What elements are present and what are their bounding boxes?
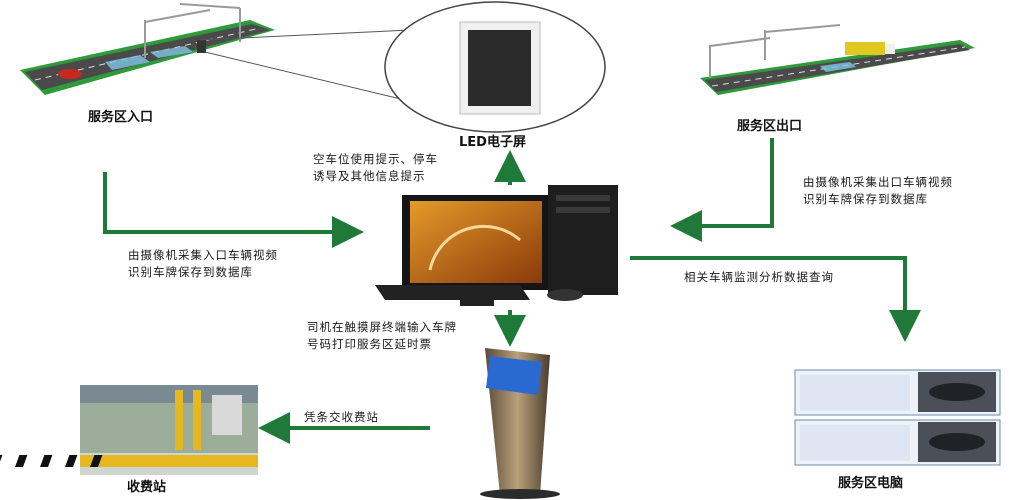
- kiosk-note-line-2: 号码打印服务区延时票: [307, 337, 432, 351]
- arrow-exit-to-computer: [670, 138, 774, 242]
- kiosk-note-line-1: 司机在触摸屏终端输入车牌: [307, 320, 457, 334]
- kiosk-note: 司机在触摸屏终端输入车牌 号码打印服务区延时票: [307, 319, 457, 353]
- led-note: 空车位使用提示、停车 诱导及其他信息提示: [313, 151, 438, 185]
- entrance-note-line-2: 识别车牌保存到数据库: [128, 265, 253, 279]
- entrance-note: 由摄像机采集入口车辆视频 识别车牌保存到数据库: [128, 247, 278, 281]
- arrow-to-service-computer: [630, 256, 921, 342]
- entrance-note-line-1: 由摄像机采集入口车辆视频: [128, 248, 278, 262]
- road-entrance-icon: [20, 3, 275, 95]
- desktop-computer-icon: [375, 185, 618, 306]
- led-screen-icon: [384, 1, 606, 133]
- led-note-line-2: 诱导及其他信息提示: [313, 169, 426, 183]
- road-exit-icon: [700, 24, 975, 95]
- arrow-entrance-to-computer: [103, 172, 364, 248]
- toll-note: 凭条交收费站: [304, 410, 379, 424]
- exit-note-line-2: 识别车牌保存到数据库: [803, 192, 928, 206]
- exit-note: 由摄像机采集出口车辆视频 识别车牌保存到数据库: [803, 174, 953, 208]
- monitor-screens-icon: [794, 369, 1001, 466]
- kiosk-icon: [480, 348, 560, 499]
- toll-station-icon: [0, 385, 258, 475]
- led-note-line-1: 空车位使用提示、停车: [313, 152, 438, 166]
- computer-label: 服务区电脑: [838, 476, 904, 491]
- exit-label: 服务区出口: [737, 119, 803, 134]
- entrance-label: 服务区入口: [88, 110, 154, 125]
- led-label: LED电子屏: [459, 135, 526, 150]
- toll-label: 收费站: [127, 480, 167, 495]
- query-note: 相关车辆监测分析数据查询: [684, 270, 834, 284]
- exit-note-line-1: 由摄像机采集出口车辆视频: [803, 175, 953, 189]
